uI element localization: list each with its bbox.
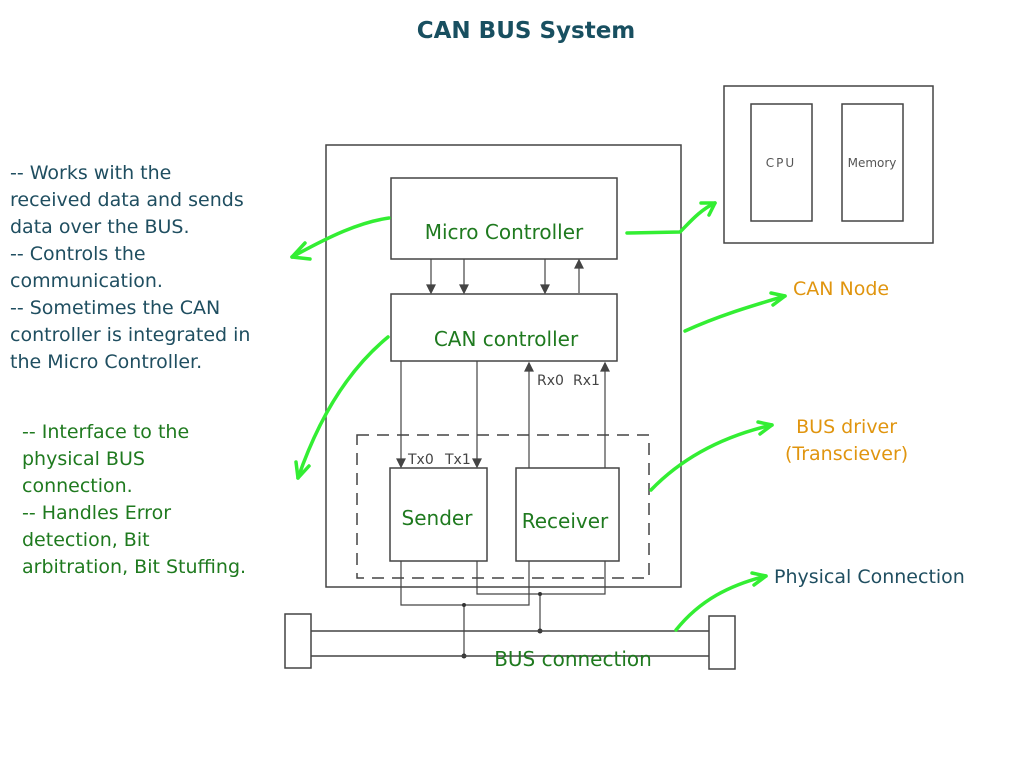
note-line: -- Handles Error <box>22 502 172 524</box>
cpu-memory-box <box>723 85 934 244</box>
note-line: physical BUS <box>22 448 145 470</box>
bus-lines <box>284 613 736 670</box>
receiver-label: Receiver <box>522 509 609 533</box>
cpu-box <box>750 103 813 222</box>
can-controller-label: CAN controller <box>434 327 579 351</box>
physical-connection-label: Physical Connection <box>774 566 965 588</box>
note-line: received data and sends <box>10 189 244 211</box>
controller-transceiver-links <box>396 361 610 469</box>
rx0-label: Rx0 <box>537 373 564 389</box>
tx1-label: Tx1 <box>444 452 471 468</box>
note-line: BUS driver <box>796 416 898 438</box>
bus-driver-note: BUS driver (Transciever) <box>785 414 908 468</box>
note-line: data over the BUS. <box>10 216 190 238</box>
sender-label: Sender <box>402 506 474 530</box>
can-controller-box <box>390 293 618 362</box>
note-line: controller is integrated in <box>10 324 251 346</box>
arrow-can-note <box>296 335 390 480</box>
receiver-box <box>515 467 620 562</box>
junction-dot <box>462 603 466 607</box>
note-line: detection, Bit <box>22 529 150 551</box>
junction-dot <box>538 592 542 596</box>
arrow-bus-driver <box>649 423 774 492</box>
note-line: -- Interface to the <box>22 421 190 443</box>
note-line: connection. <box>22 475 133 497</box>
can-node-label: CAN Node <box>793 278 890 300</box>
sender-box <box>389 467 488 562</box>
can-node-box <box>325 144 682 588</box>
cpu-label: CPU <box>766 156 796 170</box>
micro-controller-label: Micro Controller <box>425 220 584 244</box>
memory-label: Memory <box>848 156 897 170</box>
can-controller-note: -- Interface to the physical BUS connect… <box>22 419 246 581</box>
arrow-can-node <box>683 294 787 333</box>
arrow-cpu <box>625 201 717 235</box>
transceiver-region <box>356 434 650 579</box>
note-line: -- Works with the <box>10 162 172 184</box>
annotation-arrows <box>290 201 787 632</box>
tx0-label: Tx0 <box>407 452 434 468</box>
note-line: arbitration, Bit Stuffing. <box>22 556 247 578</box>
memory-box <box>841 103 904 222</box>
microcontroller-note: -- Works with the received data and send… <box>10 160 250 376</box>
diagram-title: CAN BUS System <box>416 18 636 44</box>
note-line: (Transciever) <box>785 443 909 465</box>
arrow-physical <box>674 574 768 632</box>
note-line: -- Controls the <box>10 243 146 265</box>
bus-wiring <box>400 561 606 656</box>
mc-can-links <box>426 258 584 295</box>
note-line: the Micro Controller. <box>10 351 203 373</box>
rx1-label: Rx1 <box>573 373 600 389</box>
arrow-mc-note <box>290 216 391 259</box>
note-line: communication. <box>10 270 163 292</box>
bus-connection-label: BUS connection <box>494 647 652 671</box>
note-line: -- Sometimes the CAN <box>10 297 221 319</box>
micro-controller-box <box>390 177 618 260</box>
